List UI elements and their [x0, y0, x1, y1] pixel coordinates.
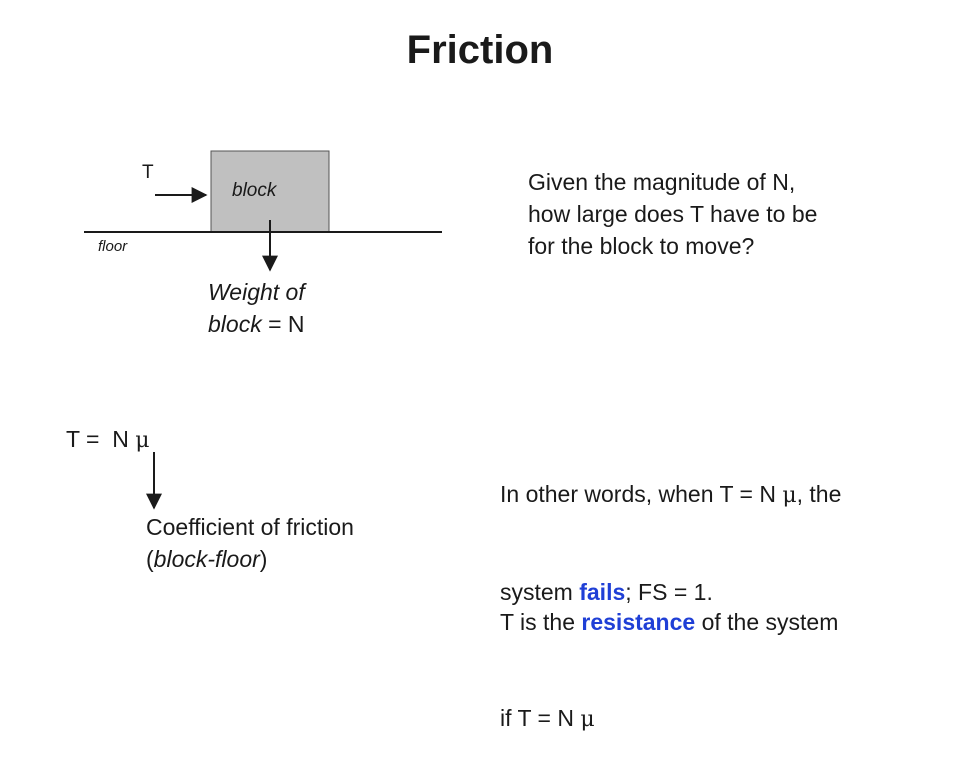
block-label: block — [232, 180, 277, 201]
coefficient-line-2: (block-floor) — [146, 543, 354, 575]
weight-line-2-italic: block — [208, 311, 262, 337]
slide-title: Friction — [406, 28, 554, 72]
failure-mu: μ — [782, 483, 797, 508]
resistance-statement: T is the resistance of the system if T =… — [500, 542, 838, 768]
weight-line-2-rest: = N — [261, 311, 305, 337]
mu-symbol: μ — [135, 428, 150, 453]
failure-line-1-post: , the — [796, 481, 842, 507]
fails-highlight: fails — [579, 579, 626, 605]
equation-lhs: T = N — [66, 426, 136, 452]
failure-line-2-post: ; FS = 1. — [625, 579, 713, 605]
failure-line-2-pre: system — [500, 579, 580, 605]
resistance-line-2: if T = N μ — [500, 702, 838, 736]
friction-equation: T = N μ — [66, 423, 150, 457]
failure-line-2: system fails; FS = 1. — [500, 576, 841, 608]
resistance-highlight: resistance — [581, 609, 696, 635]
weight-line-2: block = N — [208, 308, 305, 340]
weight-label: Weight of block = N — [208, 276, 305, 340]
question-line-1: Given the magnitude of N, — [528, 169, 796, 195]
coefficient-label: Coefficient of friction (block-floor) — [146, 511, 354, 575]
block-shape — [210, 150, 330, 233]
coefficient-paren-close: ) — [259, 546, 268, 572]
friction-diagram — [84, 150, 442, 510]
question-line-3: for the block to move? — [528, 233, 755, 259]
resistance-line-2-pre: if T = N — [500, 705, 581, 731]
weight-line-1: Weight of — [208, 279, 305, 305]
question-line-2: how large does T have to be — [528, 201, 818, 227]
floor-label: floor — [98, 238, 128, 255]
resistance-line-1-post: of the system — [695, 609, 839, 635]
tension-label: T — [142, 162, 154, 183]
coefficient-line-1: Coefficient of friction — [146, 514, 354, 540]
failure-statement: In other words, when T = N μ, the system… — [500, 414, 841, 640]
resistance-line-1: T is the resistance of the system — [500, 606, 838, 638]
question-text: Given the magnitude of N, how large does… — [528, 166, 817, 262]
resistance-line-1-pre: T is the — [500, 609, 582, 635]
coefficient-paren-open: ( — [146, 546, 154, 572]
failure-line-1-pre: In other words, when T = N — [500, 481, 783, 507]
coefficient-italic: block-floor — [153, 546, 260, 572]
failure-line-1: In other words, when T = N μ, the — [500, 478, 841, 512]
